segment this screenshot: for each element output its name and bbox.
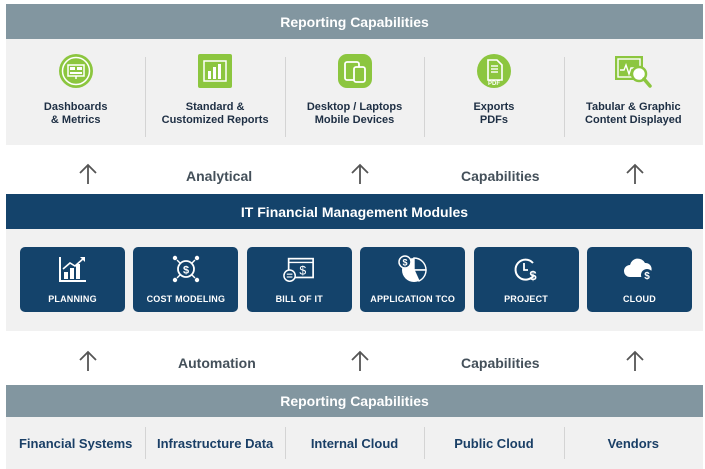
up-arrow-icon: [626, 350, 644, 371]
cap-label: Dashboards & Metrics: [43, 101, 108, 126]
dollar-network-icon: $: [170, 254, 202, 284]
module-application-tco[interactable]: $ APPLICATION TCO: [360, 247, 466, 312]
module-label: APPLICATION TCO: [370, 294, 456, 304]
source-public-cloud: Public Cloud: [424, 417, 563, 469]
module-project[interactable]: $ PROJECT: [473, 247, 579, 312]
up-arrow-icon: [79, 350, 97, 371]
magnify-chart-icon: [613, 51, 653, 91]
pie-dollar-icon: $: [397, 254, 429, 284]
up-arrow-icon: [351, 350, 369, 371]
cap-label: Desktop / Laptops Mobile Devices: [306, 101, 403, 126]
automation-label: Automation: [178, 355, 256, 371]
capabilities-label: Capabilities: [461, 355, 540, 371]
devices-icon: [335, 51, 375, 91]
module-label: BILL OF IT: [275, 294, 323, 304]
cap-devices: Desktop / Laptops Mobile Devices: [284, 51, 424, 141]
svg-text:$: $: [529, 268, 537, 283]
module-label: CLOUD: [622, 294, 656, 304]
bill-icon: $: [283, 254, 315, 284]
cap-reports: Standard & Customized Reports: [145, 51, 284, 141]
source-infrastructure-data: Infrastructure Data: [145, 417, 284, 469]
module-cloud[interactable]: $ CLOUD: [586, 247, 692, 312]
growth-chart-icon: [57, 254, 89, 284]
up-arrow-icon: [351, 163, 369, 184]
cloud-dollar-icon: $: [623, 254, 655, 284]
cap-tabular: Tabular & Graphic Content Displayed: [563, 51, 703, 141]
cap-dashboards: Dashboards & Metrics: [6, 51, 145, 141]
svg-text:$: $: [183, 265, 189, 277]
module-label: PLANNING: [48, 294, 97, 304]
data-sources-row: Financial Systems Infrastructure Data In…: [6, 417, 703, 469]
svg-text:$: $: [645, 271, 651, 282]
cap-label: Exports PDFs: [473, 101, 515, 126]
clock-dollar-icon: $: [510, 254, 542, 284]
dashboard-icon: [56, 51, 96, 91]
reporting-capabilities-title: Reporting Capabilities: [6, 4, 703, 39]
analytical-label: Analytical: [186, 168, 253, 184]
it-financial-modules-panel: IT Financial Management Modules PLANNING…: [6, 194, 703, 331]
bar-report-icon: [195, 51, 235, 91]
pdf-export-icon: PDF: [474, 51, 514, 91]
source-vendors: Vendors: [563, 417, 703, 469]
cap-label: Tabular & Graphic Content Displayed: [585, 101, 682, 126]
bottom-reporting-title: Reporting Capabilities: [6, 385, 703, 417]
module-label: PROJECT: [504, 294, 549, 304]
svg-text:$: $: [300, 264, 307, 278]
svg-text:PDF: PDF: [488, 81, 500, 87]
source-internal-cloud: Internal Cloud: [284, 417, 424, 469]
reporting-capabilities-row: Dashboards & Metrics Standard & Customiz…: [6, 51, 703, 141]
modules-row: PLANNING $ COST MODELING $ BILL OF IT $ …: [20, 247, 692, 312]
up-arrow-icon: [626, 163, 644, 184]
analytical-capabilities-row: Analytical Capabilities: [6, 162, 703, 202]
modules-title: IT Financial Management Modules: [6, 194, 703, 229]
module-label: COST MODELING: [146, 294, 226, 304]
cap-exports: PDF Exports PDFs: [424, 51, 563, 141]
automation-capabilities-row: Automation Capabilities: [6, 349, 703, 389]
cap-label: Standard & Customized Reports: [161, 101, 269, 126]
svg-text:$: $: [402, 258, 407, 268]
module-cost-modeling[interactable]: $ COST MODELING: [133, 247, 239, 312]
capabilities-label: Capabilities: [461, 168, 540, 184]
module-bill-of-it[interactable]: $ BILL OF IT: [246, 247, 352, 312]
source-financial-systems: Financial Systems: [18, 435, 133, 451]
up-arrow-icon: [79, 163, 97, 184]
reporting-capabilities-panel: Reporting Capabilities Dashboards & Metr…: [6, 4, 703, 145]
module-planning[interactable]: PLANNING: [20, 247, 125, 312]
